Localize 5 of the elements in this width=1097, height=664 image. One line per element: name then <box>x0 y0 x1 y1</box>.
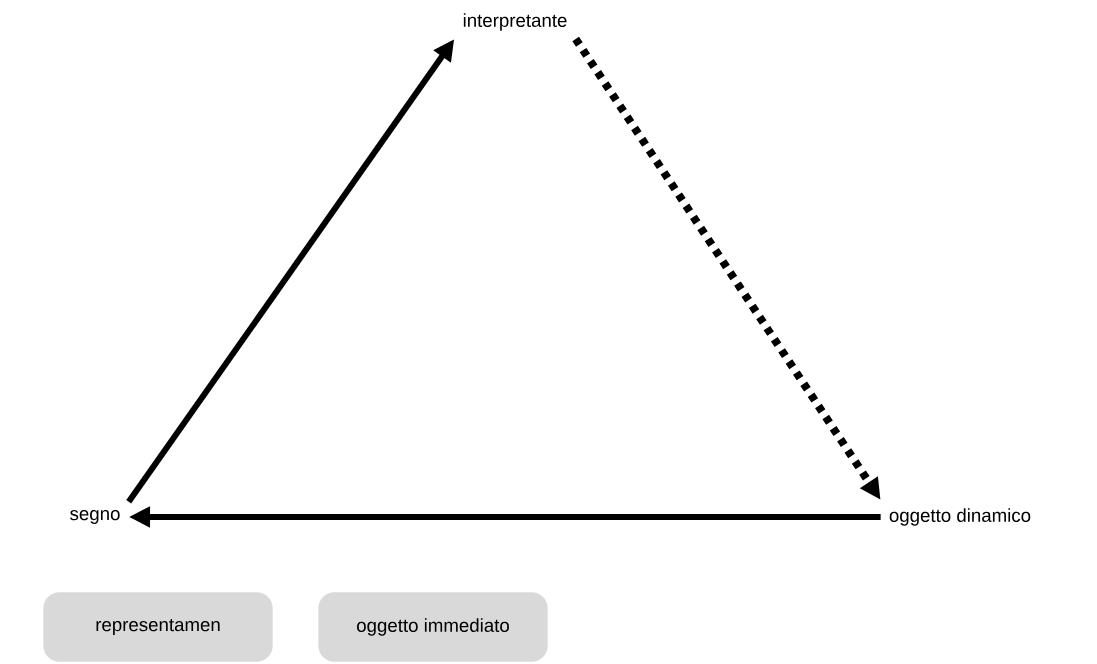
label-box: representamen <box>43 592 273 662</box>
node-label: interpretante <box>463 13 567 31</box>
node-label: oggetto dinamico <box>889 508 1031 526</box>
label-box: oggetto immediato <box>318 592 548 662</box>
node-label: segno <box>70 510 120 524</box>
